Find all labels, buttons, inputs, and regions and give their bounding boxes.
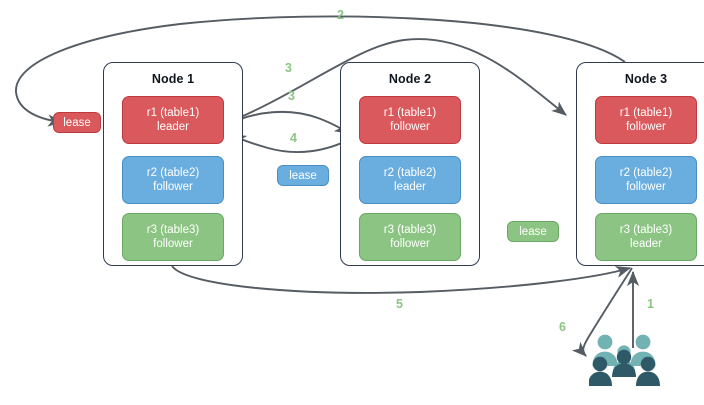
replica-role: follower xyxy=(153,238,193,250)
step-label-2: 2 xyxy=(337,8,344,22)
replica-role: follower xyxy=(153,181,193,193)
step-label-6: 6 xyxy=(559,320,566,334)
lease-badge-r3[interactable]: lease xyxy=(507,221,559,242)
node-3-box[interactable]: Node 3 r1 (table1) follower r2 (table2) … xyxy=(576,62,704,266)
node-1-replica-r2[interactable]: r2 (table2) follower xyxy=(122,156,224,204)
lease-badge-r2[interactable]: lease xyxy=(277,165,329,186)
node-2-replica-r1[interactable]: r1 (table1) follower xyxy=(359,96,461,144)
node-1-title: Node 1 xyxy=(151,72,195,86)
node-3-replica-r1[interactable]: r1 (table1) follower xyxy=(595,96,697,144)
arrow-step-3-upper xyxy=(223,38,567,125)
replica-name: r3 (table3) xyxy=(146,224,200,236)
node-3-replica-r2[interactable]: r2 (table2) follower xyxy=(595,156,697,204)
node-2-box[interactable]: Node 2 r1 (table1) follower r2 (table2) … xyxy=(340,62,480,266)
replica-name: r1 (table1) xyxy=(383,107,437,119)
replica-name: r3 (table3) xyxy=(619,224,673,236)
replica-role: follower xyxy=(390,238,430,250)
replica-role: follower xyxy=(626,121,666,133)
replica-role: leader xyxy=(630,238,662,250)
step-label-1: 1 xyxy=(647,297,654,311)
replica-name: r2 (table2) xyxy=(619,167,673,179)
node-1-box[interactable]: Node 1 r1 (table1) leader r2 (table2) fo… xyxy=(103,62,243,266)
node-2-title: Node 2 xyxy=(388,72,432,86)
node-2-replica-r2[interactable]: r2 (table2) leader xyxy=(359,156,461,204)
arrow-step-5 xyxy=(171,265,632,294)
replica-role: follower xyxy=(626,181,666,193)
replica-name: r2 (table2) xyxy=(383,167,437,179)
replica-name: r1 (table1) xyxy=(619,107,673,119)
replica-role: leader xyxy=(157,121,189,133)
step-label-3a: 3 xyxy=(285,61,292,75)
replica-name: r1 (table1) xyxy=(146,107,200,119)
node-2-replica-r3[interactable]: r3 (table3) follower xyxy=(359,213,461,261)
arrow-step-2 xyxy=(15,15,626,127)
lease-badge-r1[interactable]: lease xyxy=(53,112,101,133)
replica-name: r2 (table2) xyxy=(146,167,200,179)
node-1-replica-r1[interactable]: r1 (table1) leader xyxy=(122,96,224,144)
node-3-replica-r3[interactable]: r3 (table3) leader xyxy=(595,213,697,261)
arrow-step-6 xyxy=(571,267,633,357)
replica-role: follower xyxy=(390,121,430,133)
replica-role: leader xyxy=(394,181,426,193)
people-front-row xyxy=(589,349,660,386)
step-label-4: 4 xyxy=(290,131,297,145)
node-1-replica-r3[interactable]: r3 (table3) follower xyxy=(122,213,224,261)
replica-name: r3 (table3) xyxy=(383,224,437,236)
step-label-3b: 3 xyxy=(288,89,295,103)
step-label-5: 5 xyxy=(396,297,403,311)
node-3-title: Node 3 xyxy=(624,72,668,86)
people-group-icon[interactable] xyxy=(589,333,663,389)
